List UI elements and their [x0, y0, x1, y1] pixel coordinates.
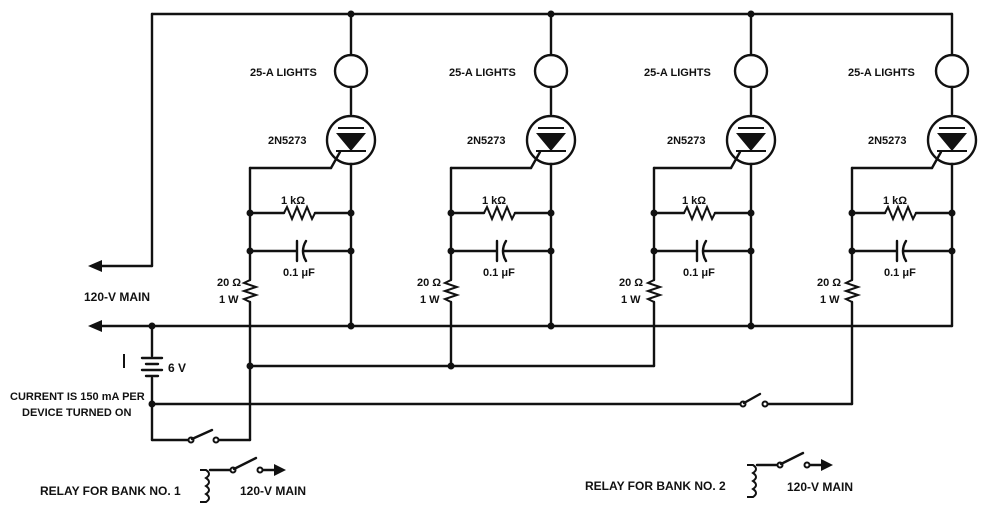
resistor-1k-icon: [884, 204, 917, 222]
relay-arrow-icon: [274, 464, 286, 476]
gate-resistor-icon: [240, 279, 260, 303]
relay-label: RELAY FOR BANK NO. 2: [585, 479, 726, 493]
gate-resistor-icon: [842, 279, 862, 303]
capacitor-label: 0.1 μF: [283, 267, 315, 279]
gate-resistor-power: 1 W: [219, 294, 239, 306]
resistor-label: 1 kΩ: [281, 195, 305, 207]
battery-label: 6 V: [168, 361, 186, 375]
lamp-icon: [733, 53, 769, 89]
gate-resistor-value: 20 Ω: [217, 277, 241, 289]
resistor-1k-icon: [483, 204, 516, 222]
relay-contact-2-icon: [739, 392, 769, 408]
relay-bank-2: RELAY FOR BANK NO. 2 120-V MAIN: [585, 451, 853, 498]
triac-label: 2N5273: [667, 135, 706, 147]
main-label: 120-V MAIN: [84, 290, 150, 304]
gate-resistor-value: 20 Ω: [417, 277, 441, 289]
current-note-line-2: DEVICE TURNED ON: [22, 407, 131, 419]
resistor-label: 1 kΩ: [682, 195, 706, 207]
channel-2: 25-A LIGHTS 2N5273 1 kΩ 0.1 μF 20 Ω 1 W: [417, 10, 577, 370]
relay-bank-1: RELAY FOR BANK NO. 1 120-V MAIN: [40, 456, 306, 503]
lamp-icon: [934, 53, 970, 89]
gate-resistor-icon: [441, 279, 461, 303]
triac-label: 2N5273: [868, 135, 907, 147]
gate-resistor-power: 1 W: [621, 294, 641, 306]
gate-resistor-value: 20 Ω: [619, 277, 643, 289]
resistor-1k-icon: [283, 204, 316, 222]
lights-label: 25-A LIGHTS: [250, 67, 317, 79]
gate-resistor-power: 1 W: [420, 294, 440, 306]
battery-icon: [140, 356, 164, 378]
lights-label: 25-A LIGHTS: [644, 67, 711, 79]
triac-label: 2N5273: [268, 135, 307, 147]
relay-coil-icon: [200, 469, 210, 503]
resistor-label: 1 kΩ: [482, 195, 506, 207]
current-note-line-1: CURRENT IS 150 mA PER: [10, 391, 145, 403]
relay-contact-1-icon: [187, 428, 220, 444]
channel-3: 25-A LIGHTS 2N5273 1 kΩ 0.1 μF 20 Ω 1 W: [619, 10, 777, 368]
triac-label: 2N5273: [467, 135, 506, 147]
lamp-icon: [333, 53, 369, 89]
lights-label: 25-A LIGHTS: [848, 67, 915, 79]
gate-resistor-value: 20 Ω: [817, 277, 841, 289]
lights-label: 25-A LIGHTS: [449, 67, 516, 79]
gate-resistor-icon: [644, 279, 664, 303]
resistor-1k-icon: [683, 204, 716, 222]
lower-main-arrow: [88, 320, 102, 332]
relay-main-label: 120-V MAIN: [787, 480, 853, 494]
relay-label: RELAY FOR BANK NO. 1: [40, 484, 181, 498]
capacitor-label: 0.1 μF: [884, 267, 916, 279]
channel-1: 25-A LIGHTS 2N5273 1 kΩ 0.1 μF 20 Ω 1 W: [217, 10, 377, 442]
relay-arrow-icon: [821, 459, 833, 471]
capacitor-label: 0.1 μF: [483, 267, 515, 279]
main-buses: [88, 12, 954, 406]
battery-circuit: 6 V CURRENT IS 150 mA PER DEVICE TURNED …: [10, 290, 769, 444]
lamp-icon: [533, 53, 569, 89]
relay-coil-icon: [747, 464, 757, 498]
resistor-label: 1 kΩ: [883, 195, 907, 207]
gate-resistor-power: 1 W: [820, 294, 840, 306]
relay-main-label: 120-V MAIN: [240, 484, 306, 498]
channel-4: 25-A LIGHTS 2N5273 1 kΩ 0.1 μF 20 Ω 1 W: [817, 12, 978, 406]
capacitor-label: 0.1 μF: [683, 267, 715, 279]
upper-main-arrow: [88, 260, 102, 272]
